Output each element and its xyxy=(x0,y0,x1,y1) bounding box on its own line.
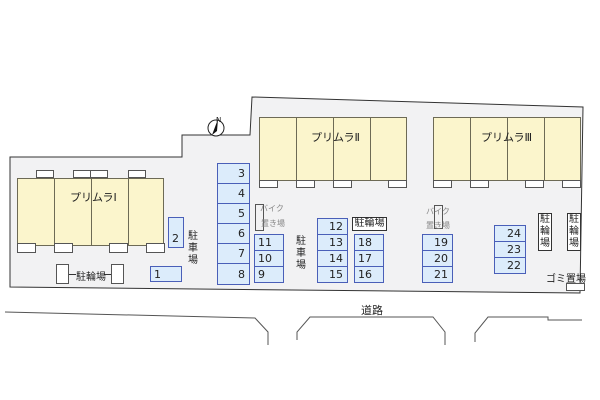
road-label: 道路 xyxy=(361,304,383,317)
parking-space-14: 14 xyxy=(317,250,348,267)
parking-space-2: 2 xyxy=(168,217,184,248)
parking-space-17: 17 xyxy=(354,250,384,267)
bicycle-rack xyxy=(111,264,124,284)
building-label: プリムラⅢ xyxy=(481,131,533,144)
parking-space-19: 19 xyxy=(422,234,453,251)
parking-space-15: 15 xyxy=(317,266,348,283)
bicycle-parking-label: 駐輪場 xyxy=(538,213,552,251)
bicycle-parking-label: 駐輪場 xyxy=(76,272,106,283)
bike-storage xyxy=(255,204,264,231)
parking-space-10: 10 xyxy=(254,250,284,267)
parking-space-16: 16 xyxy=(354,266,384,283)
parking-space-21: 21 xyxy=(422,266,453,283)
parking-space-20: 20 xyxy=(422,250,453,267)
parking-space-9: 9 xyxy=(254,266,284,283)
parking-space-11: 11 xyxy=(254,234,284,251)
parking-space-23: 23 xyxy=(494,241,526,258)
bike-storage xyxy=(434,205,443,229)
svg-text:N: N xyxy=(216,116,221,124)
north-arrow-icon: N xyxy=(207,116,225,137)
building-label: プリムラⅠ xyxy=(70,191,117,204)
parking-space-18: 18 xyxy=(354,234,384,251)
parking-label: 駐車場 xyxy=(296,236,306,271)
bicycle-parking-label: 駐輪場 xyxy=(567,213,581,251)
building-label: プリムラⅡ xyxy=(311,131,360,144)
parking-space-22: 22 xyxy=(494,257,526,274)
parking-space-1: 1 xyxy=(150,266,182,282)
parking-label: 駐車場 xyxy=(188,231,198,266)
bicycle-parking-label: 駐輪場 xyxy=(352,217,387,231)
bicycle-rack xyxy=(56,264,69,284)
garbage-area xyxy=(566,283,585,291)
parking-space-12: 12 xyxy=(317,218,348,235)
garbage-label: ゴミ置場 xyxy=(546,274,586,285)
parking-space-24: 24 xyxy=(494,225,526,242)
parking-space-13: 13 xyxy=(317,234,348,251)
compass: N xyxy=(204,114,228,138)
